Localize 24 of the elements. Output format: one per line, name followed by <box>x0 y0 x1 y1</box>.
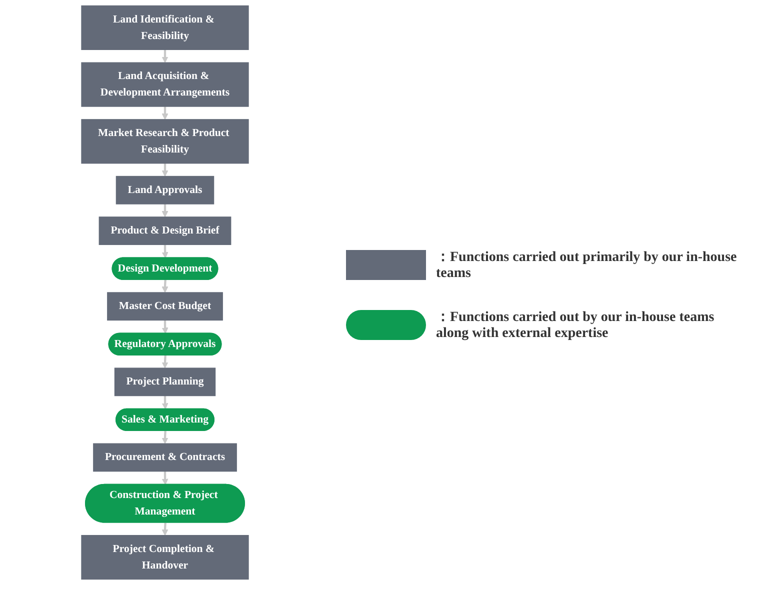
arrow <box>162 280 168 293</box>
node-box <box>81 5 249 50</box>
node-box <box>116 176 214 204</box>
legend-text: ：Functions carried out primarily by our in-house teams <box>436 248 738 282</box>
arrow <box>162 204 168 218</box>
arrow <box>162 320 168 334</box>
node-box <box>81 62 249 107</box>
arrow <box>162 244 168 258</box>
arrow <box>162 522 168 536</box>
arrow <box>162 106 168 120</box>
node-box <box>107 292 223 321</box>
arrow <box>162 355 168 368</box>
node-box <box>81 119 249 164</box>
node-box <box>98 216 232 246</box>
flowchart: Land Identification & Feasibility Land Acquisition & Development Arrangements Market Research & Product Feasibility Land Approvals Product & Design Brief Design Development Master Cost Budget Regulatory Approvals Project Planning Sales & Marketing Procurement & Contracts Construction & Project Management Project Completion & Handover <box>41 0 289 585</box>
node-box <box>114 368 216 396</box>
arrow <box>162 396 168 410</box>
legend-text: ：Functions carried out by our in-house teams along with external expertise <box>436 308 716 342</box>
arrow <box>162 471 168 485</box>
arrow <box>162 430 168 444</box>
node-box <box>81 535 249 580</box>
node-box <box>93 443 237 472</box>
arrow <box>162 50 168 63</box>
arrow <box>162 163 168 177</box>
